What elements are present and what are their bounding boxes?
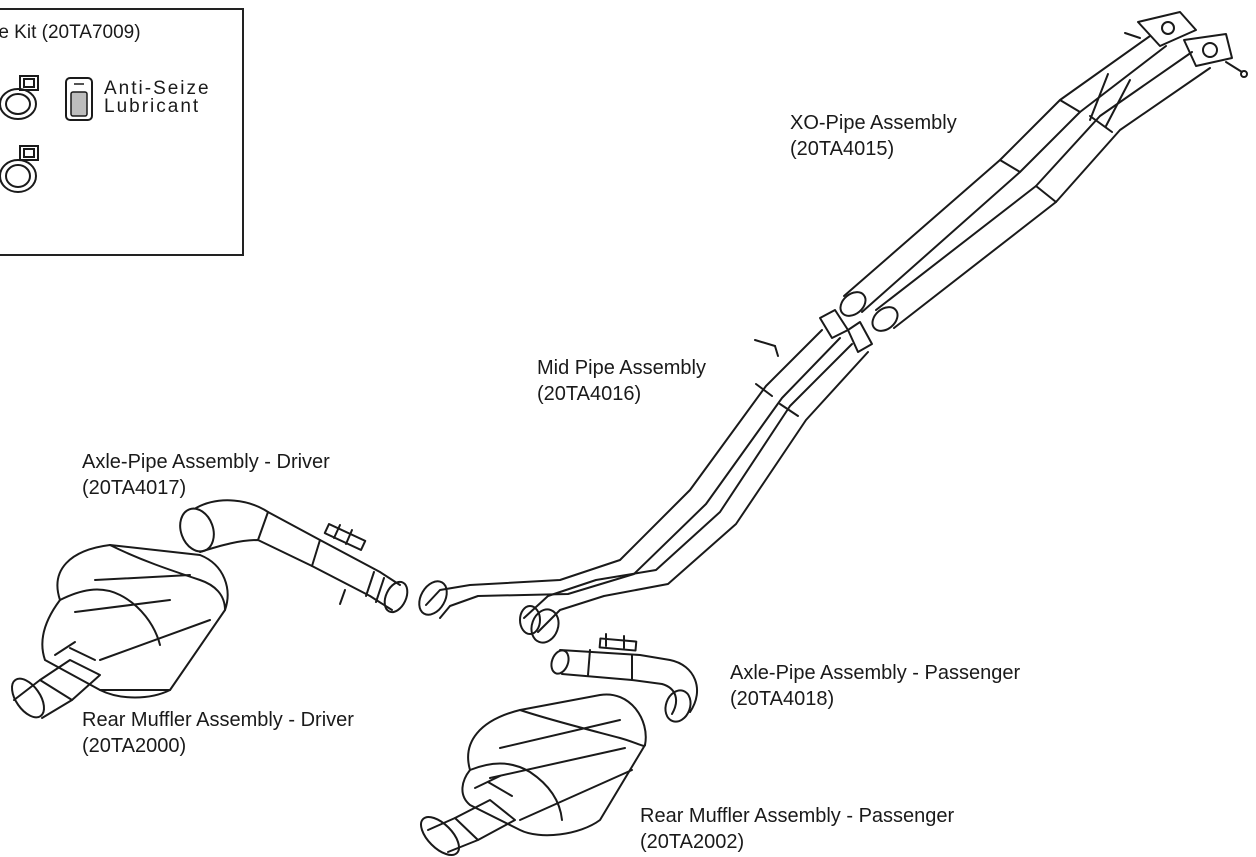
lubricant-label-line1: Anti-Seize	[104, 78, 211, 99]
rear-muffler-driver	[11, 544, 229, 719]
axle-pipe-passenger-name: Axle-Pipe Assembly - Passenger	[730, 662, 1021, 684]
hardware-kit-panel: re Kit (20TA7009) Anti-Seize Lubricant	[0, 8, 244, 256]
muffler-driver-label: Rear Muffler Assembly - Driver (20TA2000…	[82, 707, 354, 759]
muffler-driver-part-number: (20TA2000)	[82, 735, 187, 757]
axle-pipe-passenger-part-number: (20TA4018)	[730, 688, 835, 710]
lubricant-label-line2: Lubricant	[104, 96, 201, 117]
clamp-icon	[0, 75, 39, 120]
axle-pipe-driver-label: Axle-Pipe Assembly - Driver (20TA4017)	[82, 449, 330, 501]
muffler-passenger-label: Rear Muffler Assembly - Passenger (20TA2…	[640, 803, 954, 855]
axle-pipe-driver-part-number: (20TA4017)	[82, 477, 187, 499]
axle-pipe-passenger-label: Axle-Pipe Assembly - Passenger (20TA4018…	[730, 660, 1020, 712]
lubricant-bottle-icon	[65, 77, 93, 121]
mid-pipe-name: Mid Pipe Assembly	[537, 357, 706, 379]
mid-pipe-assembly	[418, 309, 873, 644]
mid-pipe-label: Mid Pipe Assembly (20TA4016)	[537, 355, 706, 407]
axle-pipe-driver	[179, 499, 409, 614]
clamp-icon	[0, 145, 39, 193]
muffler-passenger-name: Rear Muffler Assembly - Passenger	[640, 805, 955, 827]
xo-pipe-assembly	[839, 11, 1248, 332]
axle-pipe-passenger	[550, 633, 699, 723]
lubricant-label: Anti-Seize Lubricant	[104, 78, 211, 117]
xo-pipe-label: XO-Pipe Assembly (20TA4015)	[790, 110, 957, 162]
hardware-kit-title: re Kit (20TA7009)	[0, 22, 141, 43]
axle-pipe-driver-name: Axle-Pipe Assembly - Driver	[82, 451, 330, 473]
rear-muffler-passenger	[420, 693, 647, 856]
muffler-driver-name: Rear Muffler Assembly - Driver	[82, 709, 354, 731]
mid-pipe-part-number: (20TA4016)	[537, 383, 642, 405]
xo-pipe-name: XO-Pipe Assembly	[790, 112, 957, 134]
muffler-passenger-part-number: (20TA2002)	[640, 831, 745, 853]
xo-pipe-part-number: (20TA4015)	[790, 138, 895, 160]
